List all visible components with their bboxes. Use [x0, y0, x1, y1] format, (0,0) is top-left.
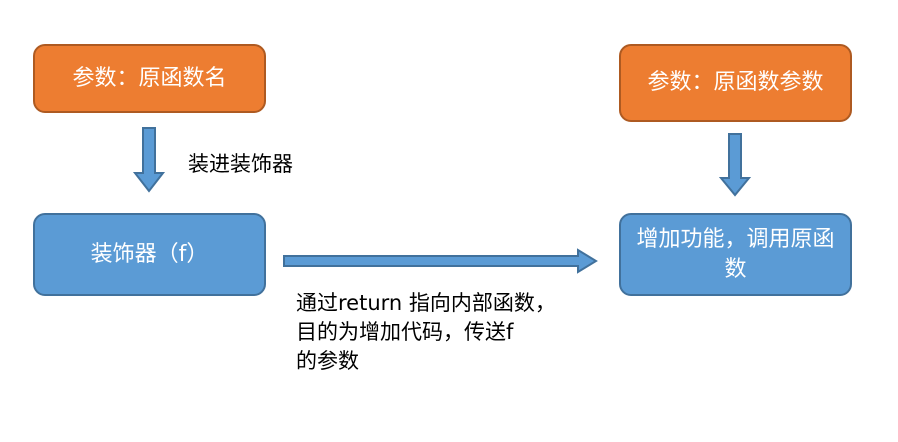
node-enhance-call-text: 增加功能，调用原函数	[636, 226, 835, 282]
node-decorator-text: 装饰器（f）	[90, 241, 209, 267]
edge-label-into-decorator: 装进装饰器	[188, 152, 293, 176]
edge-label-return-inner: 通过return 指向内部函数， 目的为增加代码，传送f 的参数	[296, 291, 556, 373]
node-enhance-call: 增加功能，调用原函数	[619, 213, 852, 296]
node-decorator: 装饰器（f）	[33, 213, 266, 296]
node-params-orig-func-text: 参数：原函数参数	[647, 70, 824, 95]
arrow-right-middle	[283, 248, 598, 274]
node-params-orig-func: 参数：原函数参数	[619, 44, 852, 122]
node-params-func-name: 参数：原函数名	[33, 44, 266, 113]
arrow-down-right	[718, 133, 752, 197]
arrow-down-left	[132, 127, 166, 193]
node-params-func-name-text: 参数：原函数名	[72, 65, 227, 91]
